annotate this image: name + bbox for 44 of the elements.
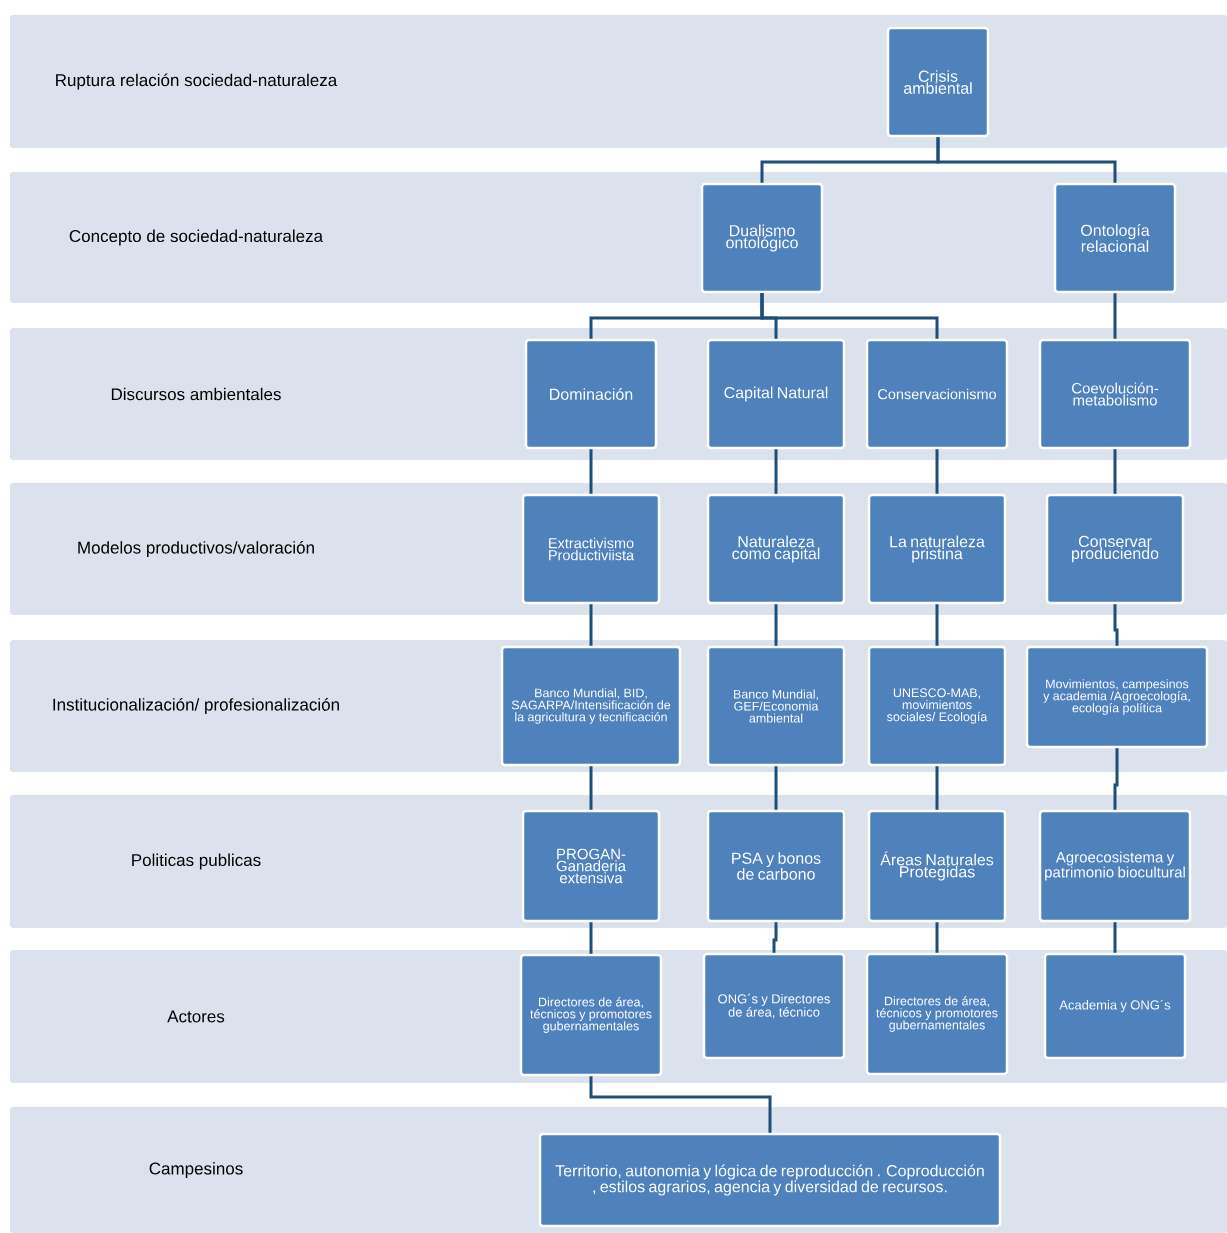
connector-line (589, 1076, 772, 1133)
process-box: Naturaleza como capital (706, 493, 846, 605)
connector-line (589, 766, 593, 810)
process-box: PSA y bonos de carbono (706, 809, 846, 923)
connector-line (1113, 604, 1119, 646)
process-box: Banco Mundial, GEF/Economia ambiental (706, 645, 846, 767)
connector-line (935, 604, 939, 646)
process-box: Directores de área, técnicos y promotores gubernamentales (865, 952, 1009, 1076)
process-box: Áreas Naturales Protegidas (867, 809, 1007, 923)
connector-line (774, 766, 778, 810)
process-box: UNESCO-MAB, movimientos sociales/ Ecología (867, 645, 1007, 767)
connector-line (774, 449, 778, 494)
process-box: Dualismo ontológico (700, 182, 824, 294)
process-box: PROGAN-Ganaderia extensiva (521, 809, 661, 923)
connector-line (589, 604, 593, 646)
process-box: Movimientos, campesinos y academia /Agroecología, ecología política (1025, 645, 1209, 749)
connector-line (1113, 922, 1117, 953)
process-box: Coevolución-metabolismo (1038, 338, 1192, 450)
connector-line (935, 922, 939, 953)
connector-line (1113, 748, 1119, 810)
process-box: Ontología relacional (1053, 182, 1177, 294)
connector-line (935, 766, 939, 810)
connector-line (589, 922, 593, 954)
connector-line (589, 449, 593, 494)
process-box: Directores de área, técnicos y promotores gubernamentales (519, 953, 663, 1077)
connector-line (1113, 449, 1117, 494)
process-box: ONG´s y Directores de área, técnico (702, 952, 846, 1060)
connector-line (772, 922, 778, 953)
process-box: Capital Natural (706, 338, 846, 450)
process-box: Conservar produciendo (1045, 493, 1185, 605)
process-box: Academia y ONG´s (1043, 952, 1187, 1060)
connector-line (774, 604, 778, 646)
connector-line (935, 449, 939, 494)
process-box: Dominación (524, 338, 658, 450)
process-box: Banco Mundial, BID, SAGARPA/Intensificación de la agricultura y tecnificación (500, 645, 682, 767)
process-box: Extractivismo Productiviista (521, 493, 661, 605)
process-box: Crisis ambiental (886, 26, 990, 138)
process-box: Conservacionismo (865, 338, 1009, 450)
connector-line (1113, 293, 1117, 339)
process-box: Agroecosistema y patrimonio biocultural (1038, 809, 1192, 923)
process-box: Territorio, autonomia y lógica de reproducción . Coproducción , estilos agrarios, agencia y diversidad de recursos. (538, 1132, 1002, 1228)
connector-line (760, 293, 939, 339)
connector-line (936, 137, 1117, 183)
process-box: La naturaleza pristina (867, 493, 1007, 605)
